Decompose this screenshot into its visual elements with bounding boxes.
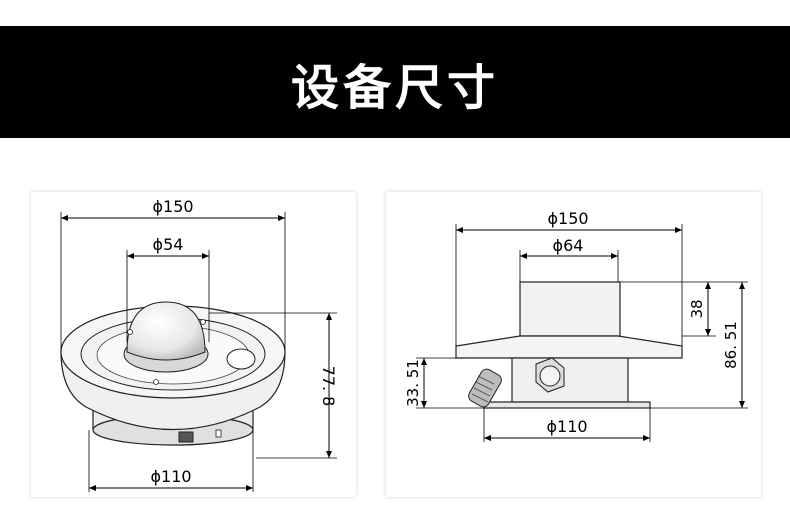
label-base-width: ϕ110	[150, 467, 191, 486]
label-side-base-width: ϕ110	[546, 417, 587, 436]
label-dome-width: ϕ54	[153, 235, 184, 254]
extension-lines	[60, 212, 337, 492]
title-banner: 设备尺寸	[0, 26, 790, 138]
base-plate	[483, 401, 651, 409]
front-view-drawing: ϕ150 ϕ54 77. 8 ϕ110	[60, 197, 338, 492]
connector-face	[539, 365, 561, 387]
dome	[123, 301, 209, 385]
label-total-height: 86. 51	[722, 321, 740, 369]
label-top-width: ϕ150	[152, 197, 193, 216]
label-lower-height: 33. 51	[404, 359, 422, 407]
top-cap	[519, 281, 621, 337]
label-height: 77. 8	[319, 366, 338, 407]
knurled-knob	[468, 368, 502, 408]
bubble-level	[226, 348, 256, 370]
label-side-top-width: ϕ150	[547, 209, 588, 228]
lower-body	[511, 357, 629, 403]
side-view-drawing: ϕ150 ϕ64 38 86. 51 33. 51 ϕ110	[404, 209, 748, 442]
label-cap-height: 38	[688, 299, 706, 318]
extension-lines-side	[416, 224, 748, 442]
flange	[455, 335, 683, 359]
label-cap-width: ϕ64	[553, 236, 584, 255]
front-view-panel: ϕ150 ϕ54 77. 8 ϕ110	[31, 192, 356, 497]
side-view-panel: ϕ150 ϕ64 38 86. 51 33. 51 ϕ110	[386, 192, 761, 497]
page-title: 设备尺寸	[290, 60, 499, 116]
